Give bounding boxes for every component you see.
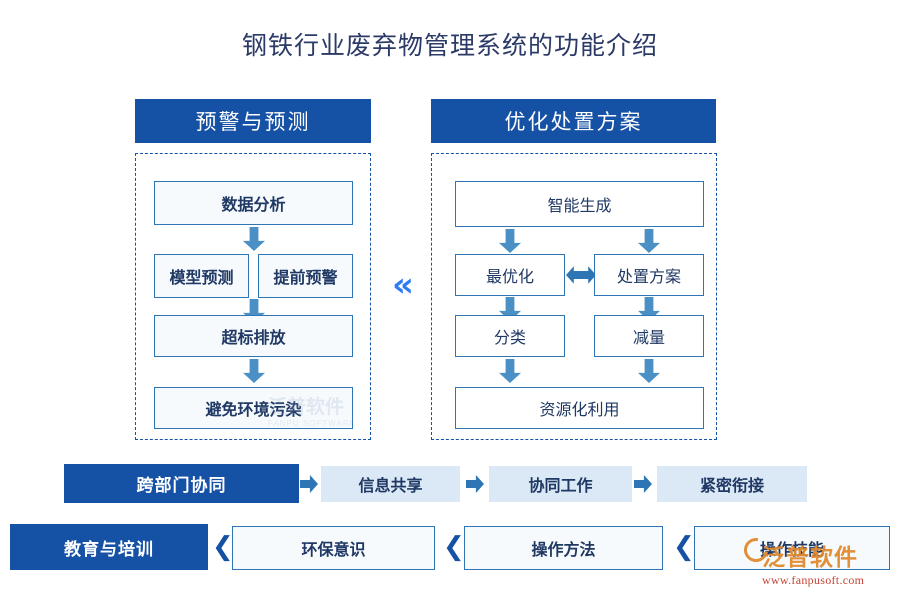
node-reduction[interactable]: 减量 <box>594 315 704 357</box>
node-data-analysis[interactable]: 数据分析 <box>154 181 353 225</box>
chevron-left-icon: ❮ <box>673 532 695 562</box>
node-disposal-plan[interactable]: 处置方案 <box>594 254 704 296</box>
chevron-left-icon: ❮ <box>212 532 234 562</box>
page-title: 钢铁行业废弃物管理系统的功能介绍 <box>241 33 658 60</box>
panel-header-early-warning: 预警与预测 <box>135 99 371 143</box>
node-operation-method[interactable]: 操作方法 <box>464 526 663 570</box>
node-operation-skill[interactable]: 操作技能 <box>694 526 890 570</box>
node-smart-generation[interactable]: 智能生成 <box>455 181 704 227</box>
arrow-right-icon <box>300 475 318 493</box>
panel-body-early-warning <box>135 153 371 440</box>
node-model-forecast[interactable]: 模型预测 <box>154 254 249 298</box>
chevron-left-double-icon: « <box>392 265 414 305</box>
arrow-right-icon <box>466 475 484 493</box>
node-exceed-emission[interactable]: 超标排放 <box>154 315 353 357</box>
node-early-warning[interactable]: 提前预警 <box>258 254 353 298</box>
node-resource-utilization[interactable]: 资源化利用 <box>455 387 704 429</box>
node-optimization[interactable]: 最优化 <box>455 254 565 296</box>
node-collaborative-work[interactable]: 协同工作 <box>489 466 632 502</box>
arrow-right-icon <box>634 475 652 493</box>
panel-body-optimize-disposal <box>431 153 717 440</box>
chevron-left-icon: ❮ <box>443 532 465 562</box>
node-information-sharing[interactable]: 信息共享 <box>321 466 460 502</box>
node-classification[interactable]: 分类 <box>455 315 565 357</box>
node-environmental-awareness[interactable]: 环保意识 <box>232 526 435 570</box>
node-education-and-training[interactable]: 教育与培训 <box>10 524 208 570</box>
node-avoid-pollution[interactable]: 避免环境污染 <box>154 387 353 429</box>
arrow-left-right-icon <box>566 266 596 284</box>
node-close-connection[interactable]: 紧密衔接 <box>657 466 807 502</box>
panel-header-optimize-disposal: 优化处置方案 <box>431 99 716 143</box>
watermark-url: www.fanpusoft.com <box>762 573 865 587</box>
node-cross-department-collaboration[interactable]: 跨部门协同 <box>64 464 299 503</box>
